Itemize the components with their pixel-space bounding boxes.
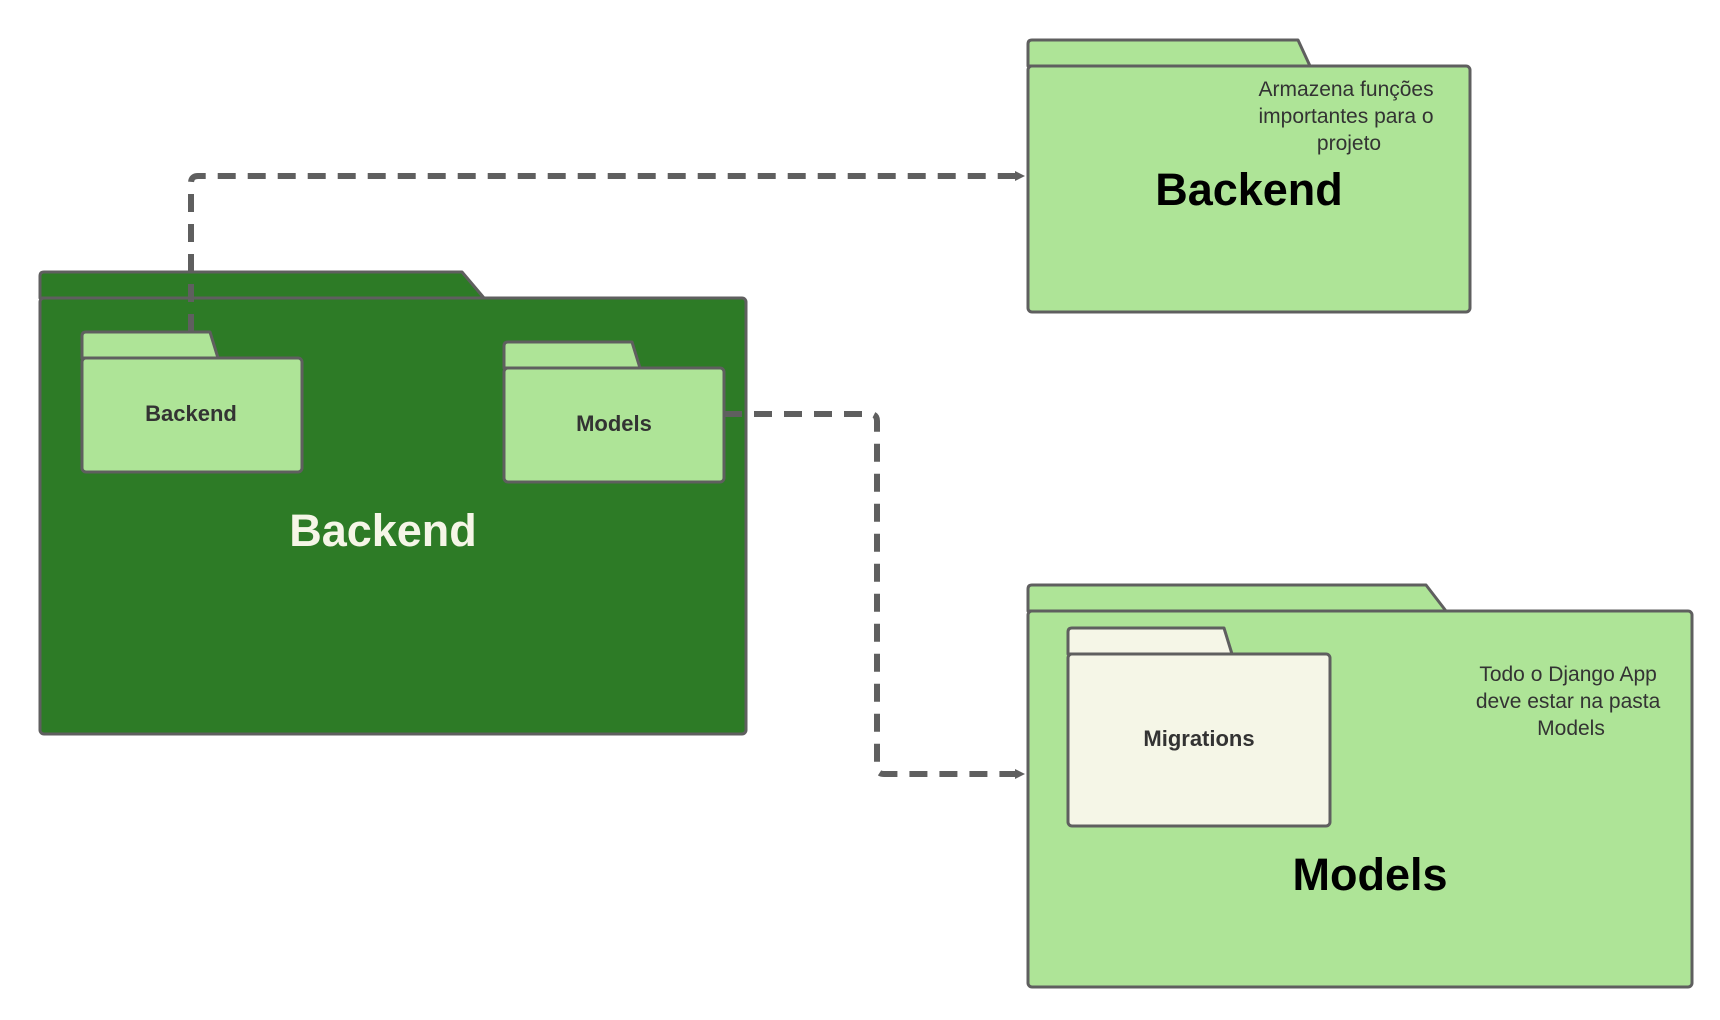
package-main-tab	[38, 270, 486, 300]
inner-migrations-body	[1066, 652, 1332, 828]
inner-backend-tab	[80, 330, 220, 360]
package-backend-title: Backend	[1155, 164, 1343, 215]
package-backend-tab	[1026, 38, 1312, 68]
package-backend-note-line: importantes para o	[1259, 105, 1434, 128]
inner-package-migrations[interactable]: Migrations	[1066, 626, 1332, 828]
package-backend-note-line: Armazena funções	[1259, 78, 1434, 101]
package-backend-note-line: projeto	[1317, 132, 1381, 155]
inner-package-models[interactable]: Models	[502, 340, 726, 484]
package-models-tab	[1026, 583, 1448, 613]
package-models-title: Models	[1292, 849, 1447, 900]
package-models-note-line: Models	[1537, 717, 1605, 740]
inner-migrations-label: Migrations	[1143, 726, 1254, 751]
inner-models-body	[502, 366, 726, 484]
package-main-title: Backend	[289, 505, 477, 556]
package-backend-body	[1026, 64, 1472, 314]
inner-migrations-tab	[1066, 626, 1234, 656]
package-models-note-line: Todo o Django App	[1479, 663, 1656, 686]
inner-backend-label: Backend	[145, 401, 237, 426]
package-backend-note: Armazena funções importantes para o proj…	[1259, 78, 1440, 155]
inner-models-label: Models	[576, 411, 652, 436]
dependency-arrow-models	[724, 411, 1025, 779]
package-backend[interactable]: Armazena funções importantes para o proj…	[1026, 38, 1472, 314]
package-models-note: Todo o Django App deve estar na pasta Mo…	[1476, 663, 1666, 740]
inner-backend-body	[80, 356, 304, 474]
dependency-arrow-backend	[188, 171, 1025, 332]
inner-package-backend[interactable]: Backend	[80, 330, 304, 474]
inner-models-tab	[502, 340, 642, 370]
package-models-note-line: deve estar na pasta	[1476, 690, 1661, 713]
